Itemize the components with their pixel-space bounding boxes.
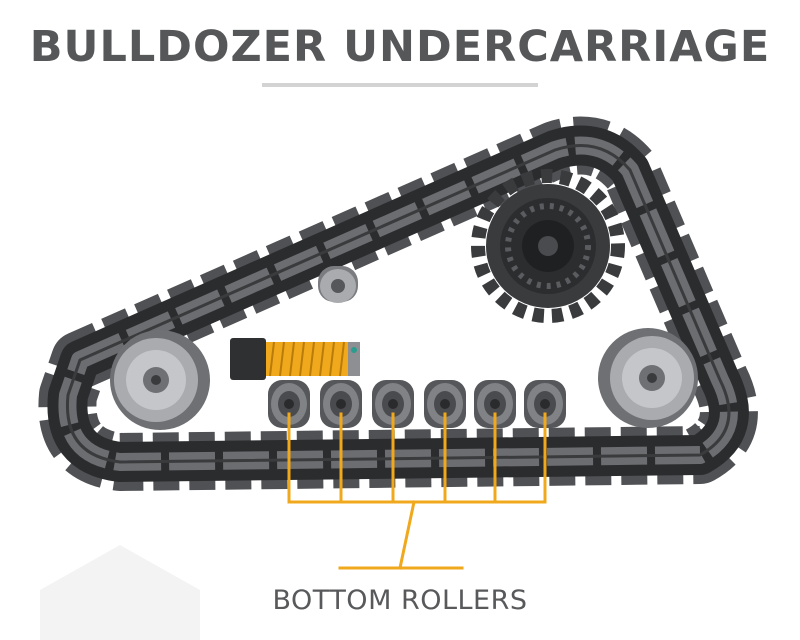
bottom-roller (320, 380, 362, 428)
page-title: BULLDOZER UNDERCARRIAGE (29, 22, 771, 72)
callout-leader (398, 500, 416, 570)
front-idler (598, 328, 698, 428)
bottom-roller (474, 380, 516, 428)
bottom-roller (372, 380, 414, 428)
bottom-roller (268, 380, 310, 428)
recoil-spring (230, 338, 360, 380)
rear-idler (110, 330, 210, 430)
bottom-rollers-label: BOTTOM ROLLERS (272, 585, 528, 616)
bottom-roller (524, 380, 566, 428)
callout-lines (287, 412, 547, 570)
drive-sprocket (471, 169, 625, 323)
bottom-rollers (268, 380, 566, 428)
carrier-roller (318, 266, 358, 303)
bottom-roller (424, 380, 466, 428)
title-underline (262, 83, 538, 87)
track-inner-edge (65, 144, 731, 464)
background-watermark (40, 545, 200, 640)
